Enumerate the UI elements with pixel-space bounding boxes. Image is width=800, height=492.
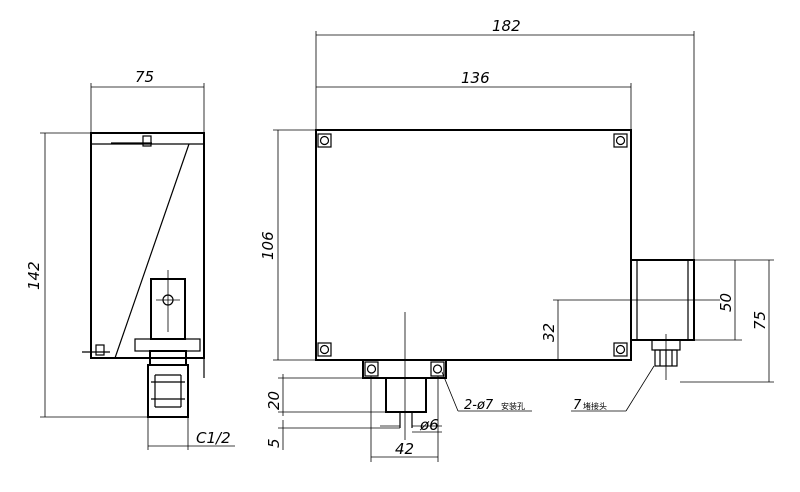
box-inner-height-label: 50: [717, 293, 735, 312]
svg-text:7: 7: [573, 398, 582, 413]
body-height-label: 106: [259, 231, 277, 260]
front-view: 182 136 106 32 50 75 20 5: [259, 17, 774, 462]
side-thread-label: C1/2: [196, 429, 231, 447]
svg-text:安装孔: 安装孔: [501, 401, 525, 411]
side-body-outline: [90, 132, 205, 359]
corner-screw-br: [613, 342, 628, 357]
svg-text:2-ø7: 2-ø7: [464, 398, 494, 413]
side-height-label: 142: [25, 261, 43, 290]
svg-text:堵接头: 堵接头: [583, 401, 607, 411]
fitting-length-label: 20: [265, 391, 283, 410]
cable-gland-note: 7 堵接头: [573, 398, 607, 413]
fitting-width-label: 42: [395, 440, 414, 458]
corner-screw-bl: [317, 342, 332, 357]
box-outer-height-label: 75: [751, 311, 769, 330]
corner-screw-tr: [613, 133, 628, 148]
side-threaded-fitting: [147, 364, 189, 418]
side-diagonal-line: [114, 143, 190, 359]
body-length-label: 136: [461, 69, 490, 87]
side-view: C1/2 75 142: [25, 68, 235, 450]
mount-holes-note: 2-ø7 安装孔: [464, 398, 525, 413]
bottom-fitting: [385, 377, 427, 413]
front-body-outline: [315, 129, 632, 361]
overall-length-label: 182: [492, 17, 521, 35]
side-width-label: 75: [135, 68, 154, 86]
fitting-stub-label: 5: [265, 438, 283, 448]
hole-offset-label: 32: [540, 323, 558, 342]
hole-diameter-label: ø6: [419, 416, 439, 434]
corner-screw-tl: [317, 133, 332, 148]
